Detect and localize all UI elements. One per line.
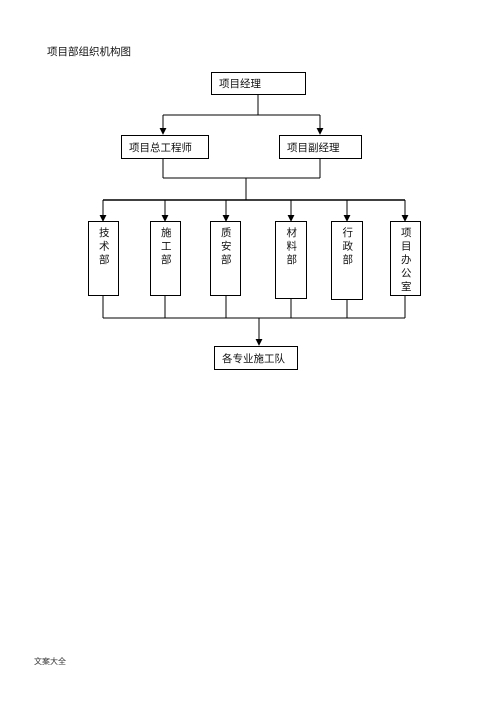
box-dept-quality-safety-label: 质安部 — [219, 227, 232, 268]
box-dept-materials: 材料部 — [275, 221, 307, 299]
box-dept-materials-label: 材料部 — [285, 227, 298, 268]
box-dept-tech-label: 技术部 — [97, 227, 110, 268]
box-dept-project-office: 项目办公室 — [390, 221, 421, 296]
box-dept-tech: 技术部 — [88, 221, 119, 296]
page-footer: 文案大全 — [34, 657, 66, 666]
box-deputy-manager-label: 项目副经理 — [287, 141, 340, 154]
box-dept-construction: 施工部 — [150, 221, 181, 296]
box-chief-engineer: 项目总工程师 — [121, 135, 209, 159]
box-dept-construction-label: 施工部 — [159, 227, 172, 268]
box-project-manager: 项目经理 — [211, 72, 306, 95]
box-dept-project-office-label: 项目办公室 — [399, 227, 412, 295]
box-chief-engineer-label: 项目总工程师 — [129, 141, 192, 154]
box-dept-administration: 行政部 — [331, 221, 363, 300]
box-construction-teams: 各专业施工队 — [214, 346, 298, 370]
box-construction-teams-label: 各专业施工队 — [222, 352, 285, 365]
box-deputy-manager: 项目副经理 — [279, 135, 362, 159]
box-dept-administration-label: 行政部 — [341, 227, 354, 268]
box-project-manager-label: 项目经理 — [219, 78, 261, 90]
box-dept-quality-safety: 质安部 — [210, 221, 241, 296]
page-title: 项目部组织机构图 — [47, 46, 131, 58]
